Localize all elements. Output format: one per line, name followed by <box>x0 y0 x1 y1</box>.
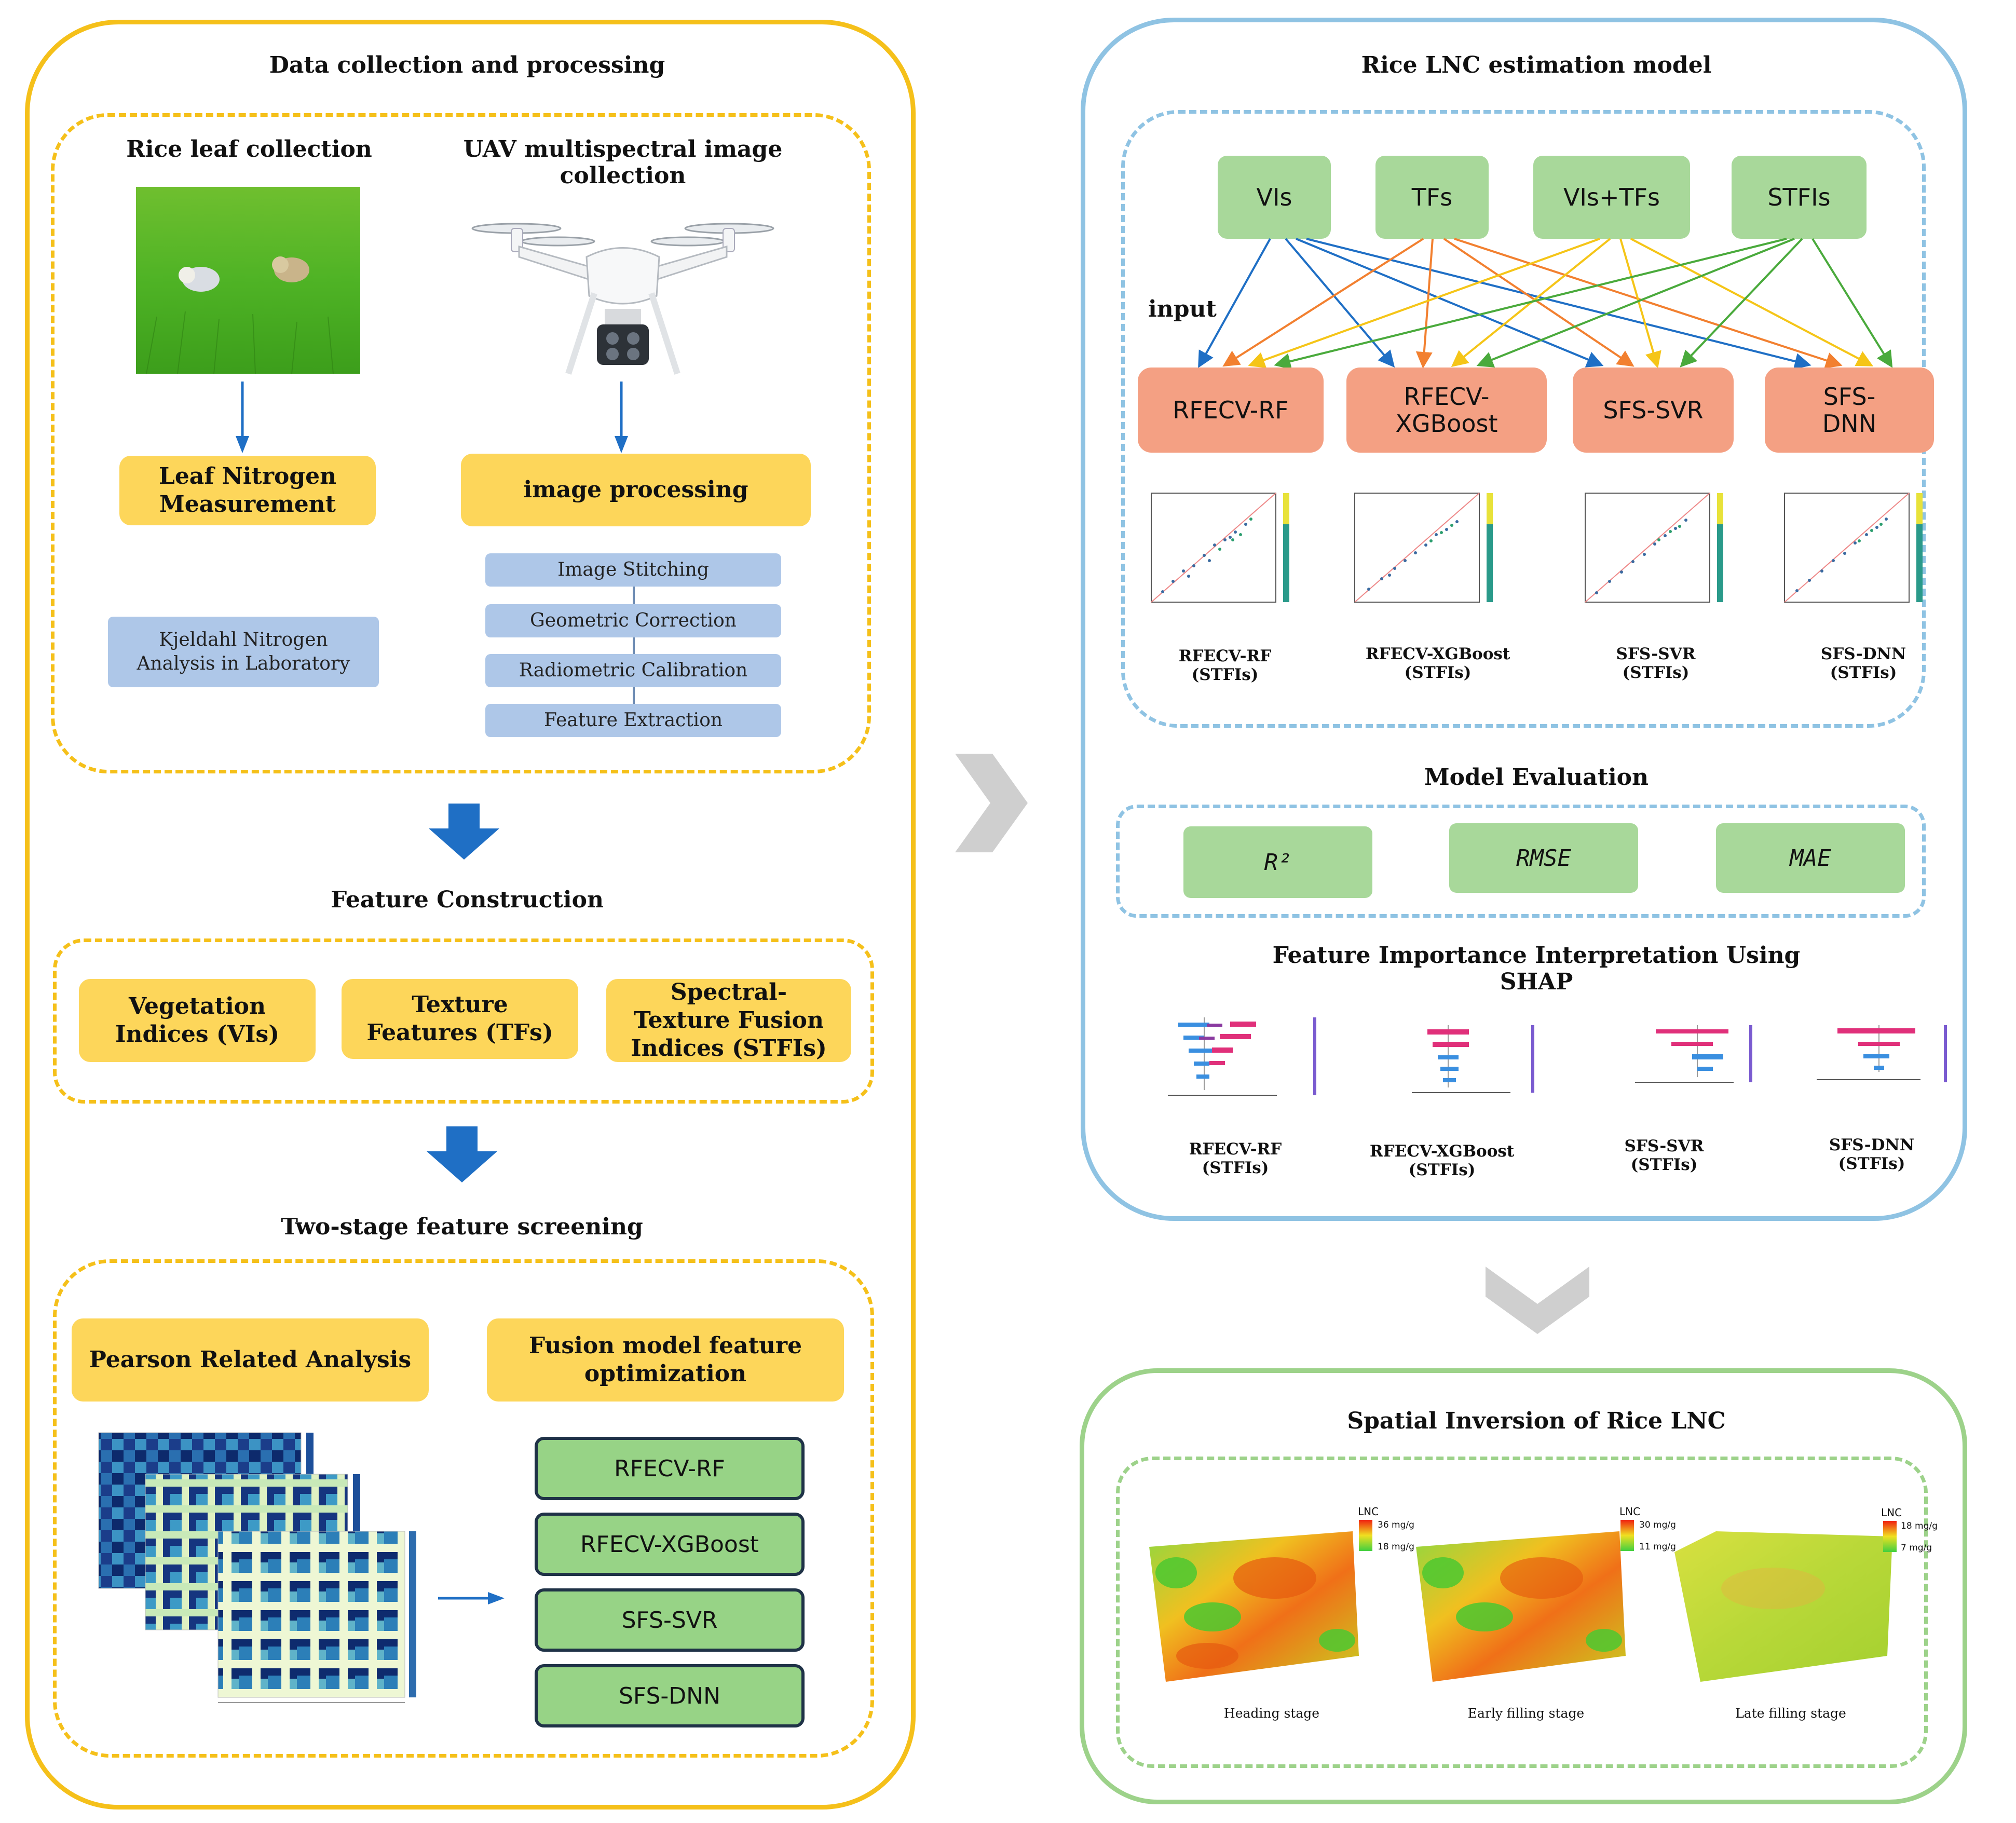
fusion-optimization-box: Fusion model feature optimization <box>487 1318 844 1402</box>
step-geometric-correction: Geometric Correction <box>485 604 781 637</box>
legend-heading: LNC 36 mg/g 18 mg/g <box>1350 1505 1464 1562</box>
step-radiometric-calibration: Radiometric Calibration <box>485 654 781 687</box>
stage-label-heading: Heading stage <box>1223 1706 1320 1721</box>
feature-construction-box <box>53 938 874 1104</box>
data-collection-box <box>51 113 871 773</box>
scatter-plot-sfs-svr <box>1585 493 1723 603</box>
shap-plot-sfs-svr <box>1635 1025 1752 1083</box>
scatter-caption-sfs-dnn: SFS-DNN (STFIs) <box>1820 645 1906 682</box>
vegetation-indices-box: Vegetation Indices (VIs) <box>79 979 316 1062</box>
shap-title: Feature Importance Interpretation Using … <box>1272 942 1801 995</box>
model-sfs-svr: SFS-SVR <box>535 1588 805 1652</box>
legend-title-late: LNC <box>1881 1506 1902 1519</box>
legend-high-heading: 36 mg/g <box>1378 1520 1414 1530</box>
model-box-sfs-dnn: SFS- DNN <box>1765 368 1934 453</box>
estimation-panel <box>1081 18 1967 1221</box>
pearson-box: Pearson Related Analysis <box>72 1318 429 1402</box>
scatter-caption-rfecv-xgboost: RFECV-XGBoost (STFIs) <box>1365 645 1510 682</box>
rice-leaf-title: Rice leaf collection <box>126 136 372 162</box>
step-feature-extraction: Feature Extraction <box>485 704 781 737</box>
chevron-right-icon <box>955 754 1028 852</box>
legend-title-early: LNC <box>1619 1505 1641 1518</box>
legend-low-heading: 18 mg/g <box>1378 1542 1414 1552</box>
arrow-to-leaf-nitrogen <box>236 382 249 453</box>
leaf-nitrogen-box: Leaf Nitrogen Measurement <box>119 456 376 525</box>
input-vis: VIs <box>1218 156 1331 239</box>
uav-title: UAV multispectral image collection <box>463 136 783 189</box>
estimation-title: Rice LNC estimation model <box>1361 52 1712 78</box>
legend-bar-late <box>1883 1521 1897 1552</box>
left-panel <box>25 20 916 1810</box>
legend-early: LNC 30 mg/g 11 mg/g <box>1611 1505 1725 1562</box>
stage-label-late-filling: Late filling stage <box>1735 1706 1846 1721</box>
input-model-connections <box>1198 238 1893 370</box>
shap-plot-rfecv-xgboost <box>1412 1025 1534 1093</box>
screening-box <box>53 1259 874 1758</box>
spatial-panel <box>1080 1368 1967 1804</box>
shap-caption-sfs-dnn: SFS-DNN (STFIs) <box>1829 1136 1915 1173</box>
model-rfecv-xgboost: RFECV-XGBoost <box>535 1513 805 1576</box>
drone-image <box>471 223 774 375</box>
map-early-filling-stage <box>1416 1531 1626 1682</box>
scatter-plot-rfecv-xgboost <box>1354 493 1493 603</box>
image-processing-box: image processing <box>461 454 811 526</box>
model-box-rfecv-xgboost: RFECV- XGBoost <box>1346 368 1547 453</box>
arrow-to-image-processing <box>615 382 628 453</box>
evaluation-box <box>1116 805 1926 918</box>
legend-bar-heading <box>1359 1520 1372 1551</box>
stfi-box: Spectral- Texture Fusion Indices (STFIs) <box>606 979 851 1062</box>
metric-r2: R² <box>1183 826 1372 898</box>
evaluation-title: Model Evaluation <box>1424 764 1649 791</box>
scatter-plot-rfecv-rf <box>1151 493 1289 603</box>
legend-low-late: 7 mg/g <box>1901 1543 1932 1553</box>
model-sfs-dnn: SFS-DNN <box>535 1664 805 1727</box>
spatial-maps-box <box>1116 1457 1928 1768</box>
model-rfecv-rf: RFECV-RF <box>535 1437 805 1500</box>
shap-caption-rfecv-rf: RFECV-RF (STFIs) <box>1189 1140 1282 1177</box>
model-box-sfs-svr: SFS-SVR <box>1573 368 1734 453</box>
feature-construction-title: Feature Construction <box>331 887 604 913</box>
step-image-stitching: Image Stitching <box>485 553 781 587</box>
stage-label-early-filling: Early filling stage <box>1467 1706 1585 1721</box>
legend-high-early: 30 mg/g <box>1639 1520 1676 1530</box>
input-vis-tfs: VIs+TFs <box>1533 156 1690 239</box>
map-heading-stage <box>1149 1531 1359 1682</box>
input-tfs: TFs <box>1375 156 1489 239</box>
shap-plot-sfs-dnn <box>1817 1025 1947 1082</box>
big-arrow-down-1 <box>429 804 499 860</box>
legend-late: LNC 18 mg/g 7 mg/g <box>1876 1506 1959 1563</box>
screening-title: Two-stage feature screening <box>281 1214 643 1240</box>
metric-mae: MAE <box>1716 823 1905 893</box>
input-stfis: STFIs <box>1732 156 1867 239</box>
kjeldahl-box: Kjeldahl Nitrogen Analysis in Laboratory <box>108 617 379 687</box>
metric-rmse: RMSE <box>1449 823 1638 893</box>
map-late-filling-stage <box>1674 1531 1892 1682</box>
shap-plot-rfecv-rf <box>1168 1017 1316 1096</box>
legend-high-late: 18 mg/g <box>1901 1521 1938 1531</box>
legend-title-heading: LNC <box>1358 1505 1379 1518</box>
legend-bar-early <box>1620 1520 1634 1551</box>
correlation-heatmaps <box>98 1432 416 1703</box>
legend-low-early: 11 mg/g <box>1639 1542 1676 1552</box>
big-arrow-down-2 <box>427 1126 497 1182</box>
texture-features-box: Texture Features (TFs) <box>342 979 578 1059</box>
data-collection-title: Data collection and processing <box>269 52 665 78</box>
rice-field-photo <box>136 187 360 374</box>
chevron-down-icon <box>1486 1267 1589 1334</box>
spatial-title: Spatial Inversion of Rice LNC <box>1347 1408 1726 1434</box>
model-box-rfecv-rf: RFECV-RF <box>1138 368 1324 453</box>
shap-caption-sfs-svr: SFS-SVR (STFIs) <box>1624 1137 1704 1174</box>
shap-caption-rfecv-xgboost: RFECV-XGBoost (STFIs) <box>1369 1142 1515 1179</box>
scatter-caption-sfs-svr: SFS-SVR (STFIs) <box>1616 645 1696 682</box>
input-label: input <box>1148 296 1217 322</box>
arrow-to-models <box>438 1592 505 1604</box>
scatter-caption-rfecv-rf: RFECV-RF (STFIs) <box>1178 647 1272 684</box>
scatter-plot-sfs-dnn <box>1784 493 1923 603</box>
